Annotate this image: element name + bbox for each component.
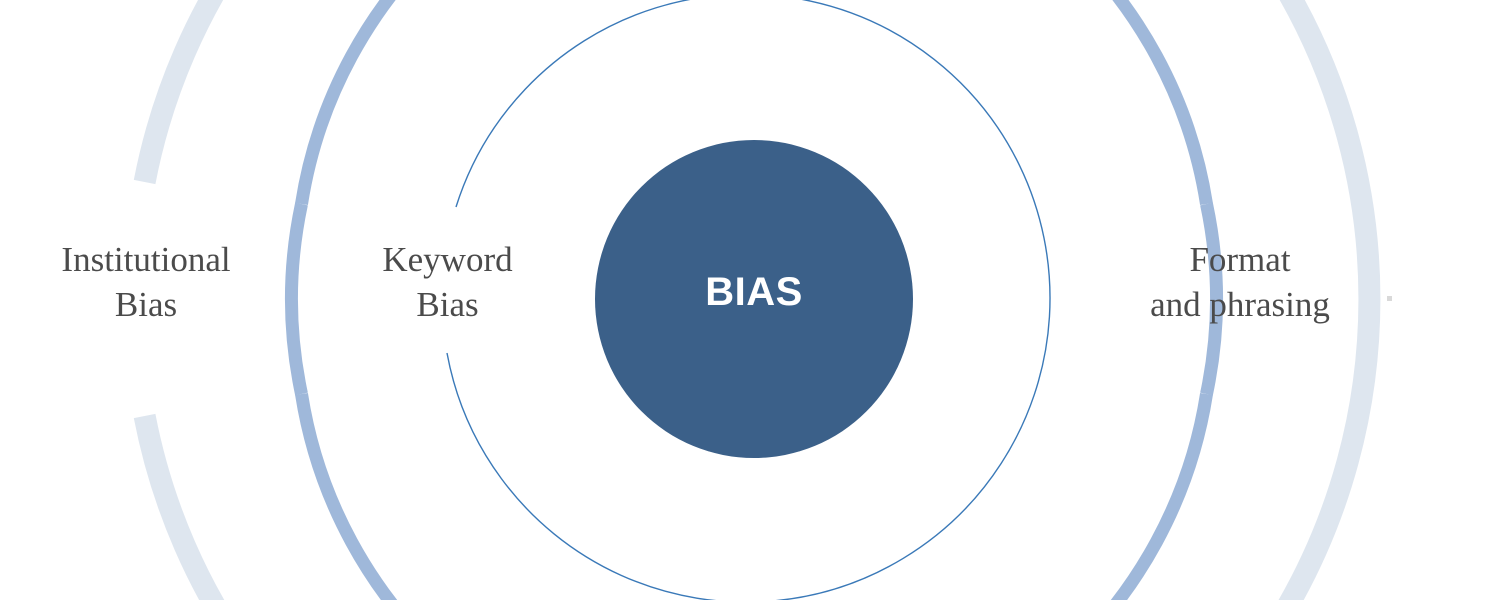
middle-blue-ring-arc-top: [295, 0, 1213, 206]
middle-blue-ring-arc-bottom: [295, 392, 1213, 600]
outer-pale-ring-arc-top: [133, 0, 1381, 600]
middle-blue-ring-arc-left: [285, 202, 308, 396]
core-circle: [595, 140, 913, 458]
ring-label-format-and-phrasing: Format and phrasing: [1150, 240, 1330, 324]
inner-thin-ring-arc: [446, 0, 1051, 600]
small-square-marker: [1387, 296, 1392, 301]
ring-label-keyword-bias: Keyword Bias: [382, 240, 513, 324]
middle-blue-ring-arc-right: [1200, 202, 1223, 396]
ring-label-institutional-bias: Institutional Bias: [61, 240, 231, 324]
